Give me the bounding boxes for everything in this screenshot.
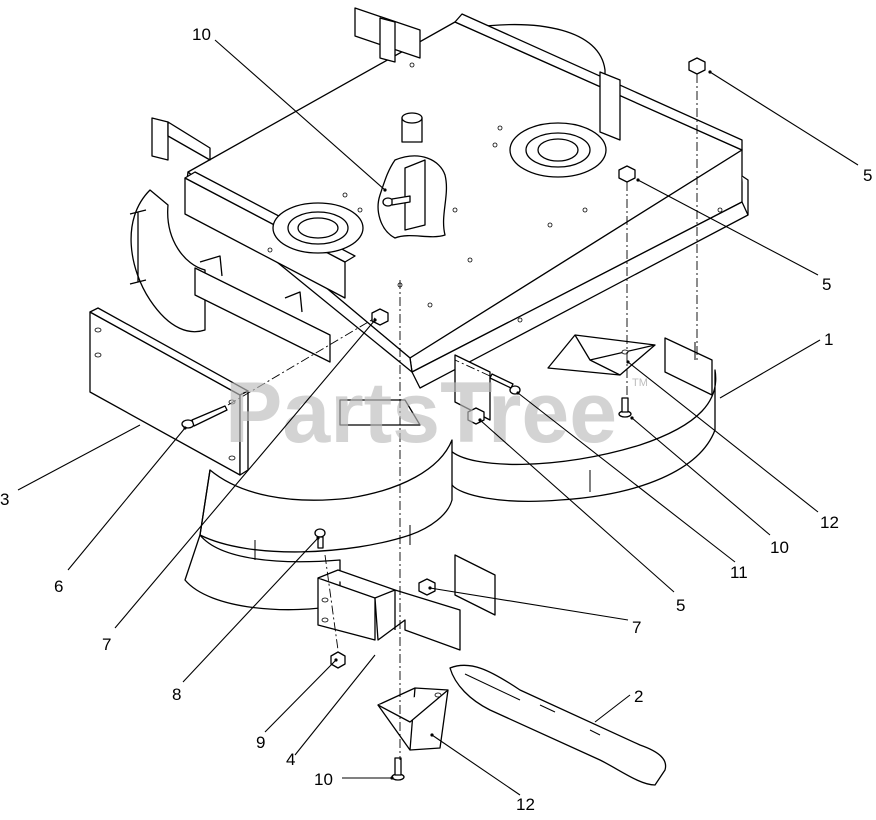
baffle-front-large <box>184 439 496 616</box>
callout-10-middle: 10 <box>770 538 789 557</box>
nut-part-7-right <box>418 578 436 596</box>
deck-top-plate <box>151 7 749 426</box>
callout-11: 11 <box>730 563 748 582</box>
bolt-part-10-bottom <box>391 757 405 781</box>
nut-part-9 <box>330 651 346 669</box>
callout-1: 1 <box>824 330 833 349</box>
callout-2: 2 <box>634 687 643 706</box>
callout-7-right: 7 <box>632 618 641 637</box>
callout-12-bottom: 12 <box>516 795 535 814</box>
spindle-pulley-left <box>272 202 364 254</box>
side-plate-part-3 <box>89 307 249 476</box>
callout-6: 6 <box>54 577 63 596</box>
callout-10-bottom: 10 <box>314 770 333 789</box>
nut-part-7-left <box>371 308 389 326</box>
stiffener-part-12-right <box>547 334 656 376</box>
bolt-part-8 <box>314 528 326 549</box>
callout-9: 9 <box>256 733 265 752</box>
bolt-part-6 <box>181 405 228 429</box>
nut-part-5-top <box>688 57 706 75</box>
spindle-pulley-right <box>509 122 607 178</box>
watermark-trademark: TM <box>632 377 648 389</box>
stiffener-part-12-bottom <box>377 687 449 751</box>
bolt-part-10-middle <box>618 397 632 418</box>
bolt-part-11 <box>489 373 521 395</box>
nut-part-5-middle <box>618 165 636 183</box>
bolt-part-10-top <box>382 195 411 207</box>
callout-5-top: 5 <box>863 166 872 185</box>
callout-7-left: 7 <box>102 635 111 654</box>
leader-dots <box>183 70 712 780</box>
callout-leaders <box>17 39 859 796</box>
bracket-part-4 <box>317 569 461 651</box>
callout-8: 8 <box>172 685 181 704</box>
callout-12-right: 12 <box>820 513 839 532</box>
deck-rivets <box>267 62 723 323</box>
blade-part-2 <box>449 664 667 786</box>
assembly-axis-lines <box>227 74 698 760</box>
callout-3: 3 <box>0 490 9 509</box>
watermark-text: PartsTree <box>225 365 617 461</box>
baffle-part-1 <box>449 337 717 502</box>
center-spindle-assembly <box>377 112 448 239</box>
callout-10-top: 10 <box>192 25 211 44</box>
callout-5-front: 5 <box>676 596 685 615</box>
callout-5-middle: 5 <box>822 275 831 294</box>
callout-4: 4 <box>286 750 295 769</box>
